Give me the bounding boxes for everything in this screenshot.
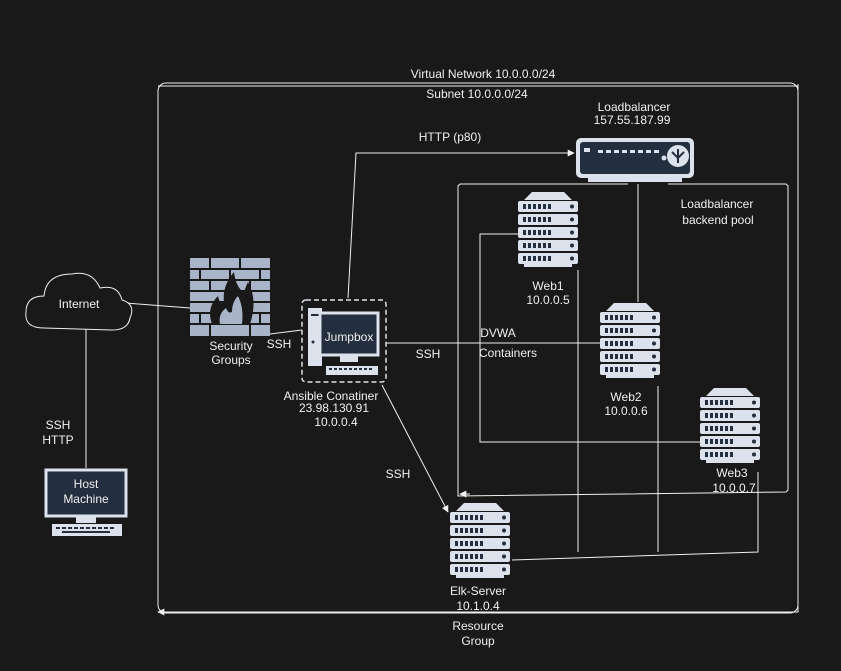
jumpbox-sub2: 23.98.130.91 (299, 401, 369, 415)
web1-ip: 10.0.0.5 (526, 293, 570, 307)
web3-ip: 10.0.0.7 (712, 481, 756, 495)
elk-server-icon (450, 503, 510, 578)
resource-group-label: Resource (452, 619, 504, 633)
ssh-label-web: SSH (416, 347, 441, 361)
host-label: Host (74, 477, 99, 491)
backend-pool-label: Loadbalancer (681, 197, 754, 211)
vnet-boundary (157, 84, 799, 616)
internet-cloud-icon (25, 272, 133, 331)
edge-firewall-jumpbox (269, 329, 303, 335)
web1-label: Web1 (532, 279, 563, 293)
desktop-icon (308, 308, 380, 375)
jumpbox-label: Jumpbox (325, 330, 374, 344)
internet-label: Internet (59, 297, 100, 311)
ssh-label-firewall: SSH (267, 337, 292, 351)
jumpbox-sub3: 10.0.0.4 (314, 415, 358, 429)
ssh-label-elk: SSH (386, 467, 411, 481)
edge-jumpbox-lb (347, 149, 575, 299)
vnet-label: Virtual Network 10.0.0.0/24 (411, 67, 556, 81)
web1-server-icon (518, 192, 578, 267)
dvwa-label: DVWA (480, 326, 516, 340)
resource-group-label-2: Group (461, 634, 495, 648)
edge-web3-elk (511, 472, 759, 561)
elk-ip: 10.1.0.4 (456, 599, 500, 613)
backend-pool-label-2: backend pool (682, 213, 753, 227)
backend-pool-box (457, 183, 789, 497)
firewall-icon (190, 258, 270, 336)
web3-label: Web3 (716, 466, 747, 480)
http-label-host: HTTP (42, 433, 73, 447)
firewall-label: Security (209, 339, 252, 353)
edge-web1-web3 (479, 233, 702, 443)
http-label: HTTP (p80) (419, 130, 481, 144)
edge-internet-firewall (125, 302, 191, 309)
loadbalancer-label: Loadbalancer (598, 100, 671, 114)
elk-label: Elk-Server (450, 584, 506, 598)
loadbalancer-ip: 157.55.187.99 (594, 113, 671, 127)
ssh-label-host: SSH (46, 418, 71, 432)
web2-label: Web2 (610, 390, 641, 404)
subnet-label: Subnet 10.0.0.0/24 (426, 87, 528, 101)
loadbalancer-icon (576, 138, 694, 182)
host-machine-icon (44, 468, 128, 536)
web2-server-icon (600, 303, 660, 378)
host-label-2: Machine (63, 492, 109, 506)
edge-jumpbox-elk (381, 384, 449, 513)
containers-label: Containers (479, 346, 537, 360)
firewall-label-2: Groups (211, 353, 250, 367)
resource-group-box (157, 82, 799, 614)
jumpbox-container-border (301, 299, 387, 383)
web3-server-icon (700, 388, 760, 463)
jumpbox-sub1: Ansible Conatiner (284, 389, 379, 403)
jumpbox-group (301, 299, 387, 383)
web2-ip: 10.0.0.6 (604, 404, 648, 418)
